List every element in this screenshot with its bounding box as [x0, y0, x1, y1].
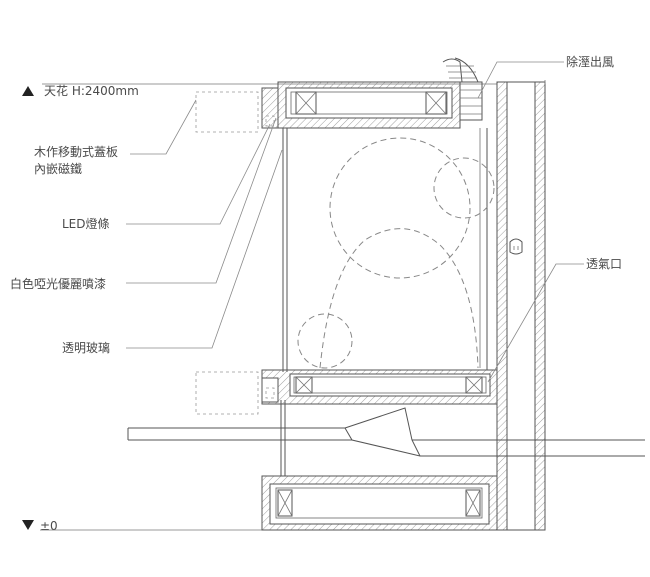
- stored-items-outline: [297, 137, 495, 369]
- cabinet-interior: [479, 128, 488, 370]
- cover-board-open-top: [195, 91, 259, 133]
- right-wall: [496, 80, 546, 531]
- label-glass: 透明玻璃: [62, 149, 283, 355]
- led-label: LED燈條: [62, 216, 110, 231]
- label-paint: 白色啞光優麗噴漆: [10, 117, 277, 291]
- label-vent: 透氣口: [487, 257, 622, 383]
- floor-level-label: ±0: [40, 519, 58, 533]
- top-cabinet: [261, 81, 461, 129]
- dehumidifier-duct: [442, 57, 483, 121]
- label-led: LED燈條: [62, 123, 271, 231]
- wood-cover-label-line2: 內嵌磁鐵: [34, 161, 82, 176]
- vent-label: 透氣口: [586, 257, 622, 271]
- break-line: [127, 407, 645, 457]
- ceiling-level-label: 天花 H:2400mm: [44, 83, 139, 98]
- label-wood-cover: 木作移動式蓋板 內嵌磁鐵: [34, 99, 197, 176]
- bottom-drawer: [261, 475, 498, 531]
- wall-outlet-icon: [509, 238, 523, 255]
- glass-panel: [280, 128, 288, 476]
- middle-cabinet: [261, 369, 498, 405]
- cover-board-open-mid: [195, 371, 259, 415]
- glass-label: 透明玻璃: [62, 341, 110, 355]
- paint-label: 白色啞光優麗噴漆: [10, 276, 106, 291]
- dehumidify-label: 除溼出風: [566, 54, 614, 69]
- wood-cover-label-line1: 木作移動式蓋板: [34, 145, 118, 159]
- label-dehumidify: 除溼出風: [477, 54, 614, 99]
